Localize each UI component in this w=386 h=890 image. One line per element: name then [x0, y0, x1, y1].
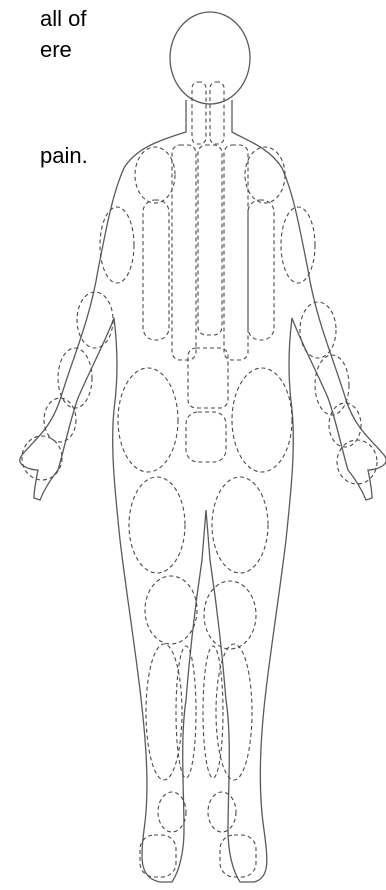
zone-ankle-left	[158, 792, 186, 832]
zone-foot-right	[220, 835, 256, 877]
zone-ankle-right	[208, 792, 236, 832]
zone-shoulder-left	[135, 147, 175, 203]
zone-shoulder-right	[245, 147, 285, 203]
zone-neck-left	[192, 82, 206, 144]
zone-shin-right	[203, 646, 223, 778]
zone-thigh-left	[129, 477, 185, 573]
zone-spine-center	[198, 145, 222, 335]
zone-forearm-right	[315, 355, 349, 415]
zone-foot-left	[140, 835, 176, 877]
zone-upper-arm-left	[100, 207, 134, 283]
body-silhouette	[20, 100, 386, 882]
body-outline	[20, 12, 386, 882]
zone-elbow-left	[77, 292, 113, 348]
zone-calf-right	[216, 644, 252, 780]
zone-wrist-right	[329, 403, 361, 447]
zone-knee-right	[204, 581, 256, 649]
zone-shin-left	[176, 646, 196, 778]
zone-calf-left	[146, 644, 182, 780]
pain-zones	[22, 82, 377, 877]
zone-buttock-left	[118, 368, 178, 472]
zone-back-left	[143, 200, 169, 340]
zone-spine-right	[224, 145, 248, 360]
zone-back-right	[248, 200, 274, 340]
zone-neck-right	[210, 82, 224, 144]
zone-buttock-right	[232, 368, 292, 472]
zone-spine-left	[172, 145, 196, 360]
zone-hand-left	[22, 436, 62, 480]
zone-elbow-right	[300, 302, 336, 358]
zone-thigh-right	[212, 477, 268, 573]
zone-sacrum	[186, 412, 226, 462]
zone-knee-left	[145, 576, 197, 644]
